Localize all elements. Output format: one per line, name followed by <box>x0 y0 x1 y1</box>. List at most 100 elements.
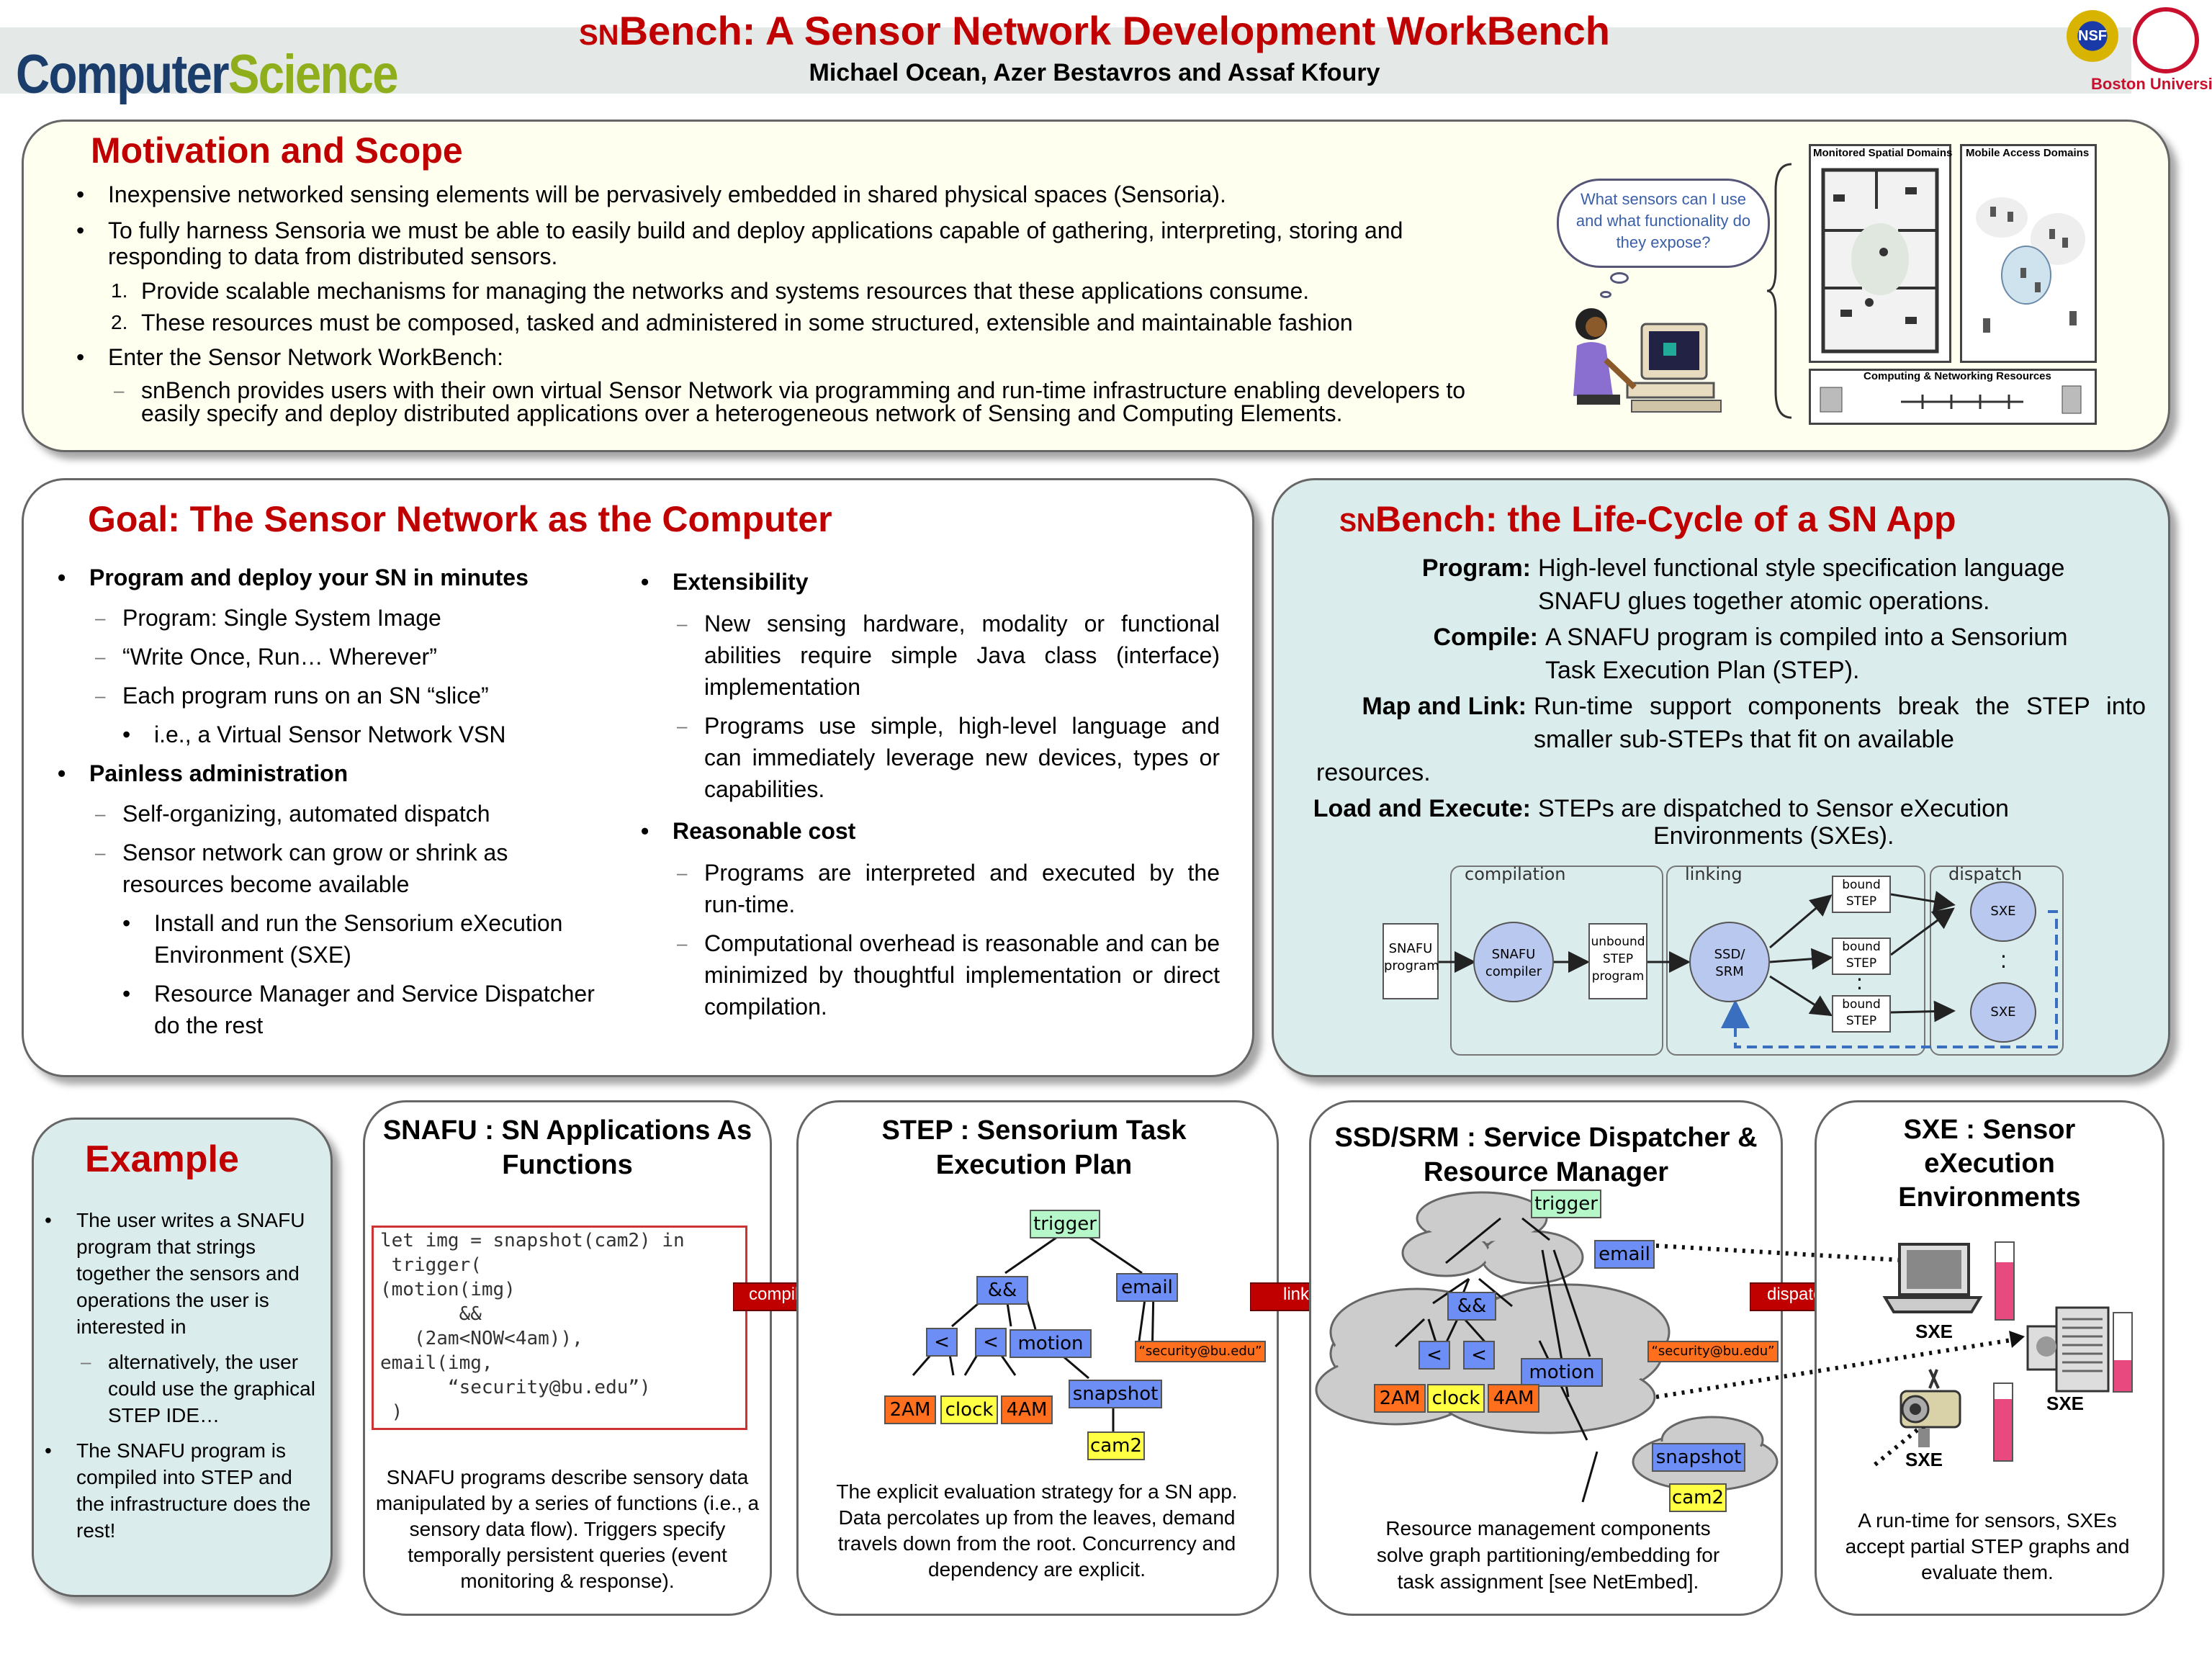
ssd-node-lt-1: < <box>1419 1341 1450 1370</box>
ssd-node-cam2: cam2 <box>1669 1483 1727 1512</box>
lc-map: Map and Link:Run-time support components… <box>1362 693 2146 753</box>
step-node-and: && <box>976 1276 1028 1305</box>
snafu-caption: SNAFU programs describe sensory data man… <box>375 1466 760 1592</box>
spatial-domains-title: Monitored Spatial Domains <box>1813 147 1953 159</box>
step-node-email: email <box>1116 1273 1178 1302</box>
authors: Michael Ocean, Azer Bestavros and Assaf … <box>809 59 1380 86</box>
logo-science: Science <box>228 44 399 105</box>
example-bullet-1-sub: alternatively, the user could use the gr… <box>81 1349 321 1429</box>
lifecycle-title: SNBench: the Life-Cycle of a SN App <box>1339 499 1956 539</box>
lc-program: Program:High-level functional style spec… <box>1421 554 2065 615</box>
motivation-enter-sub: snBench provides users with their own vi… <box>114 379 1519 425</box>
ssd-srm-circle: SSD/SRM <box>1689 922 1770 1002</box>
header-band <box>0 27 2131 94</box>
ssd-caption: Resource management components solve gra… <box>1376 1517 1720 1593</box>
snafu-title: SNAFU : SN Applications As Functions <box>382 1115 752 1180</box>
sxe-caption: A run-time for sensors, SXEs accept part… <box>1845 1509 2130 1583</box>
lc-load: Load and Execute:STEPs are dispatched to… <box>1313 795 2009 822</box>
sxe-camera-icon <box>1887 1367 1973 1450</box>
cs-logo: ComputerScience <box>16 43 399 106</box>
sxe-level-bar-3 <box>1993 1382 2013 1462</box>
mobile-domains-title: Mobile Access Domains <box>1966 147 2090 159</box>
thought-cloud <box>1557 179 1770 268</box>
goal-col1: Program and deploy your SN in minutes Pr… <box>58 562 637 1041</box>
goal-title: Goal: The Sensor Network as the Computer <box>88 499 832 539</box>
step-node-motion: motion <box>1010 1329 1092 1358</box>
sxe-circle-2: SXE <box>1970 982 2036 1043</box>
ssd-title: SSD/SRM : Service Dispatcher & Resource … <box>1334 1123 1758 1187</box>
step-node-4am: 4AM <box>1001 1395 1053 1424</box>
flow-dots-4: · <box>2000 955 2007 979</box>
ssd-node-trigger: trigger <box>1531 1190 1601 1218</box>
floorplan <box>1819 166 1941 356</box>
flow-dots-2: · <box>1856 976 1863 1000</box>
example-text: The user writes a SNAFU program that str… <box>45 1207 321 1544</box>
thought-bubble-1 <box>1610 272 1629 284</box>
motivation-bullet-1: Inexpensive networked sensing elements w… <box>76 181 1519 207</box>
step-graph: trigger && email < < motion “security@bu… <box>796 1195 1279 1469</box>
thought-text: What sensors can I use and what function… <box>1575 190 1751 251</box>
goal-item-6: New sensing hardware, modality or functi… <box>677 608 1220 703</box>
lifecycle-text: Program:High-level functional style spec… <box>1296 552 2160 853</box>
logo-computer: Computer <box>16 44 230 105</box>
ssd-node-security: “security@bu.edu” <box>1647 1341 1779 1362</box>
sxe-level-bar-2 <box>2113 1312 2133 1393</box>
ssd-node-2am: 2AM <box>1374 1384 1426 1413</box>
sxe-label-2: SXE <box>2046 1393 2085 1414</box>
goal-sub-sxe: Install and run the Sensorium eXecution … <box>122 907 615 971</box>
sxe-level-fill-3 <box>1995 1399 2012 1460</box>
step-node-clock: clock <box>940 1395 998 1424</box>
ssd-node-lt-2: < <box>1463 1341 1495 1370</box>
goal-sub-vsn: i.e., a Virtual Sensor Network VSN <box>122 719 637 750</box>
example-bullet-2: The SNAFU program is compiled into STEP … <box>45 1437 321 1544</box>
nsf-seal: NSF <box>2067 10 2118 62</box>
sxe-circle-1: SXE <box>1970 881 2036 942</box>
motivation-bullet-3: Enter the Sensor Network WorkBench: <box>76 344 1519 370</box>
motivation-text: Inexpensive networked sensing elements w… <box>76 181 1519 425</box>
mobile-network <box>1969 167 2091 354</box>
flow-dots-3: · <box>2000 945 2007 968</box>
goal-item-5: Sensor network can grow or shrink as res… <box>95 837 554 900</box>
goal-item-7: Programs use simple, high-level language… <box>677 710 1220 805</box>
compilation-label: compilation <box>1465 864 1566 884</box>
goal-admin-heading: Painless administration <box>58 757 637 789</box>
sxe-server-icon <box>2025 1305 2111 1394</box>
goal-item-2: “Write Once, Run… Wherever” <box>95 641 637 673</box>
sxe-label-3: SXE <box>1905 1449 1943 1470</box>
title-sn: SN <box>578 19 619 51</box>
goal-item-1: Program: Single System Image <box>95 602 637 634</box>
step-node-cam2: cam2 <box>1087 1431 1145 1460</box>
goal-extensibility-heading: Extensibility <box>641 566 1220 598</box>
goal-item-3: Each program runs on an SN “slice” <box>95 680 637 711</box>
step-node-snapshot: snapshot <box>1069 1380 1162 1408</box>
dispatch-label: dispatch <box>1948 864 2023 884</box>
step-node-lt-1: < <box>926 1328 958 1357</box>
example-title: Example <box>85 1138 239 1180</box>
sxe-dispatch-links <box>1656 1244 2025 1467</box>
goal-col2: Extensibility New sensing hardware, moda… <box>641 566 1220 1022</box>
flow-dots-1: · <box>1856 968 1863 992</box>
motivation-title: Motivation and Scope <box>91 130 463 171</box>
goal-deploy-heading: Program and deploy your SN in minutes <box>58 562 637 593</box>
step-title: STEP : Sensorium Task Execution Plan <box>881 1115 1187 1180</box>
step-caption: The explicit evaluation strategy for a S… <box>836 1480 1238 1581</box>
ssd-node-and: && <box>1447 1292 1496 1321</box>
computing-title: Computing & Networking Resources <box>1863 370 2051 382</box>
example-bullet-1: The user writes a SNAFU program that str… <box>45 1207 321 1340</box>
sxe-laptop-icon <box>1882 1240 1983 1319</box>
ssd-node-motion: motion <box>1521 1358 1603 1387</box>
step-node-security: “security@bu.edu” <box>1135 1341 1266 1362</box>
compilation-group <box>1450 866 1663 1056</box>
step-node-lt-2: < <box>975 1328 1007 1357</box>
sxe-label-1: SXE <box>1915 1321 1954 1342</box>
computing-box <box>1809 369 2097 425</box>
goal-item-8: Programs are interpreted and executed by… <box>677 857 1220 920</box>
linking-group <box>1666 866 1925 1056</box>
lc-load-tail: Environments (SXEs). <box>1653 822 1894 850</box>
linking-label: linking <box>1685 864 1743 884</box>
